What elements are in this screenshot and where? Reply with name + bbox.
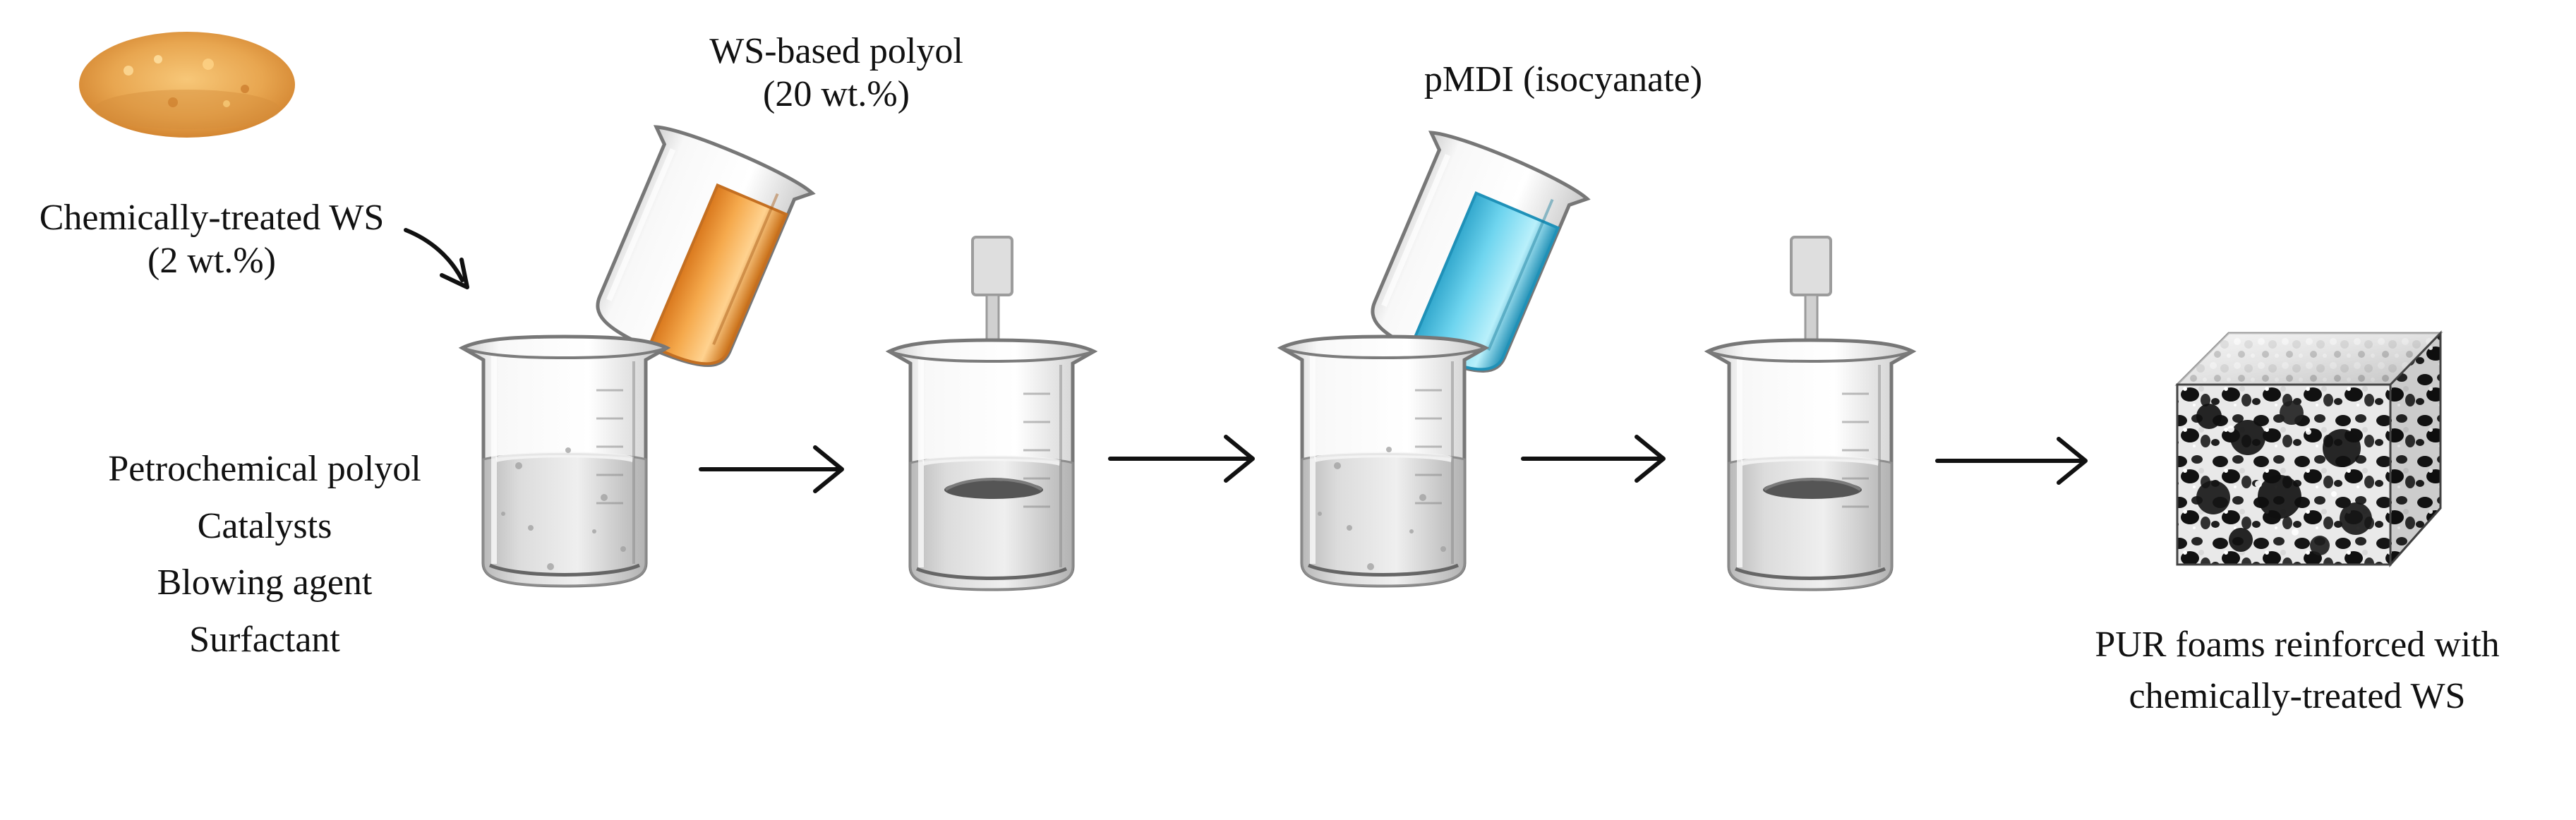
beaker-mixture-start [462, 337, 667, 586]
right-arrow-icon-2 [1108, 435, 1255, 483]
beaker-mixing-2 [1708, 236, 1913, 589]
curved-arrow-head-icon [440, 258, 469, 289]
chemically-treated-ws-amount: (2 wt.%) [148, 241, 276, 282]
pur-foam-line-1: PUR foams reinforced with [2095, 625, 2500, 665]
powder-heap-icon [79, 32, 295, 138]
stirrer-blade-icon-2 [1763, 481, 1862, 499]
petrochemical-polyol-text: Petrochemical polyol [108, 449, 421, 489]
pmdi-label: pMDI (isocyanate) [1424, 59, 1703, 100]
beaker-mixing-1 [889, 236, 1094, 589]
pur-foam-product-label: PUR foams reinforced with chemically-tre… [2018, 620, 2576, 723]
pur-foam-line-2: chemically-treated WS [2129, 675, 2466, 716]
right-arrow-icon-3 [1521, 435, 1666, 483]
blue-pouring-beaker [1371, 131, 1591, 373]
ws-based-polyol-amount: (20 wt.%) [763, 74, 910, 115]
right-arrow-icon-4 [1935, 437, 2088, 485]
ws-based-polyol-text: WS-based polyol [709, 31, 963, 71]
stirrer-motor-icon [971, 236, 1013, 296]
stirrer-motor-icon-2 [1790, 236, 1832, 296]
stirrer-blade-icon [944, 481, 1043, 499]
right-arrow-icon-1 [699, 445, 844, 493]
foam-cube-icon [2174, 330, 2443, 567]
orange-pouring-beaker [596, 125, 816, 367]
orange-liquid-icon [647, 183, 788, 366]
catalysts-text: Catalysts [197, 505, 332, 546]
chemically-treated-ws-text: Chemically-treated WS [39, 198, 385, 238]
curved-arrow-icon [404, 228, 464, 282]
starting-ingredients-list: Petrochemical polyol Catalysts Blowing a… [67, 441, 462, 668]
ws-based-polyol-label: WS-based polyol (20 wt.%) [670, 30, 1002, 116]
beaker-mixture-2 [1281, 337, 1486, 586]
blowing-agent-text: Blowing agent [157, 562, 373, 603]
surfactant-text: Surfactant [189, 619, 340, 660]
chemically-treated-ws-label: Chemically-treated WS (2 wt.%) [0, 196, 423, 283]
